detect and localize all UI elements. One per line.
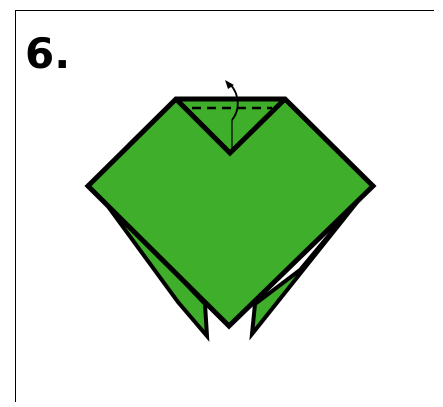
main-body: [88, 99, 373, 326]
